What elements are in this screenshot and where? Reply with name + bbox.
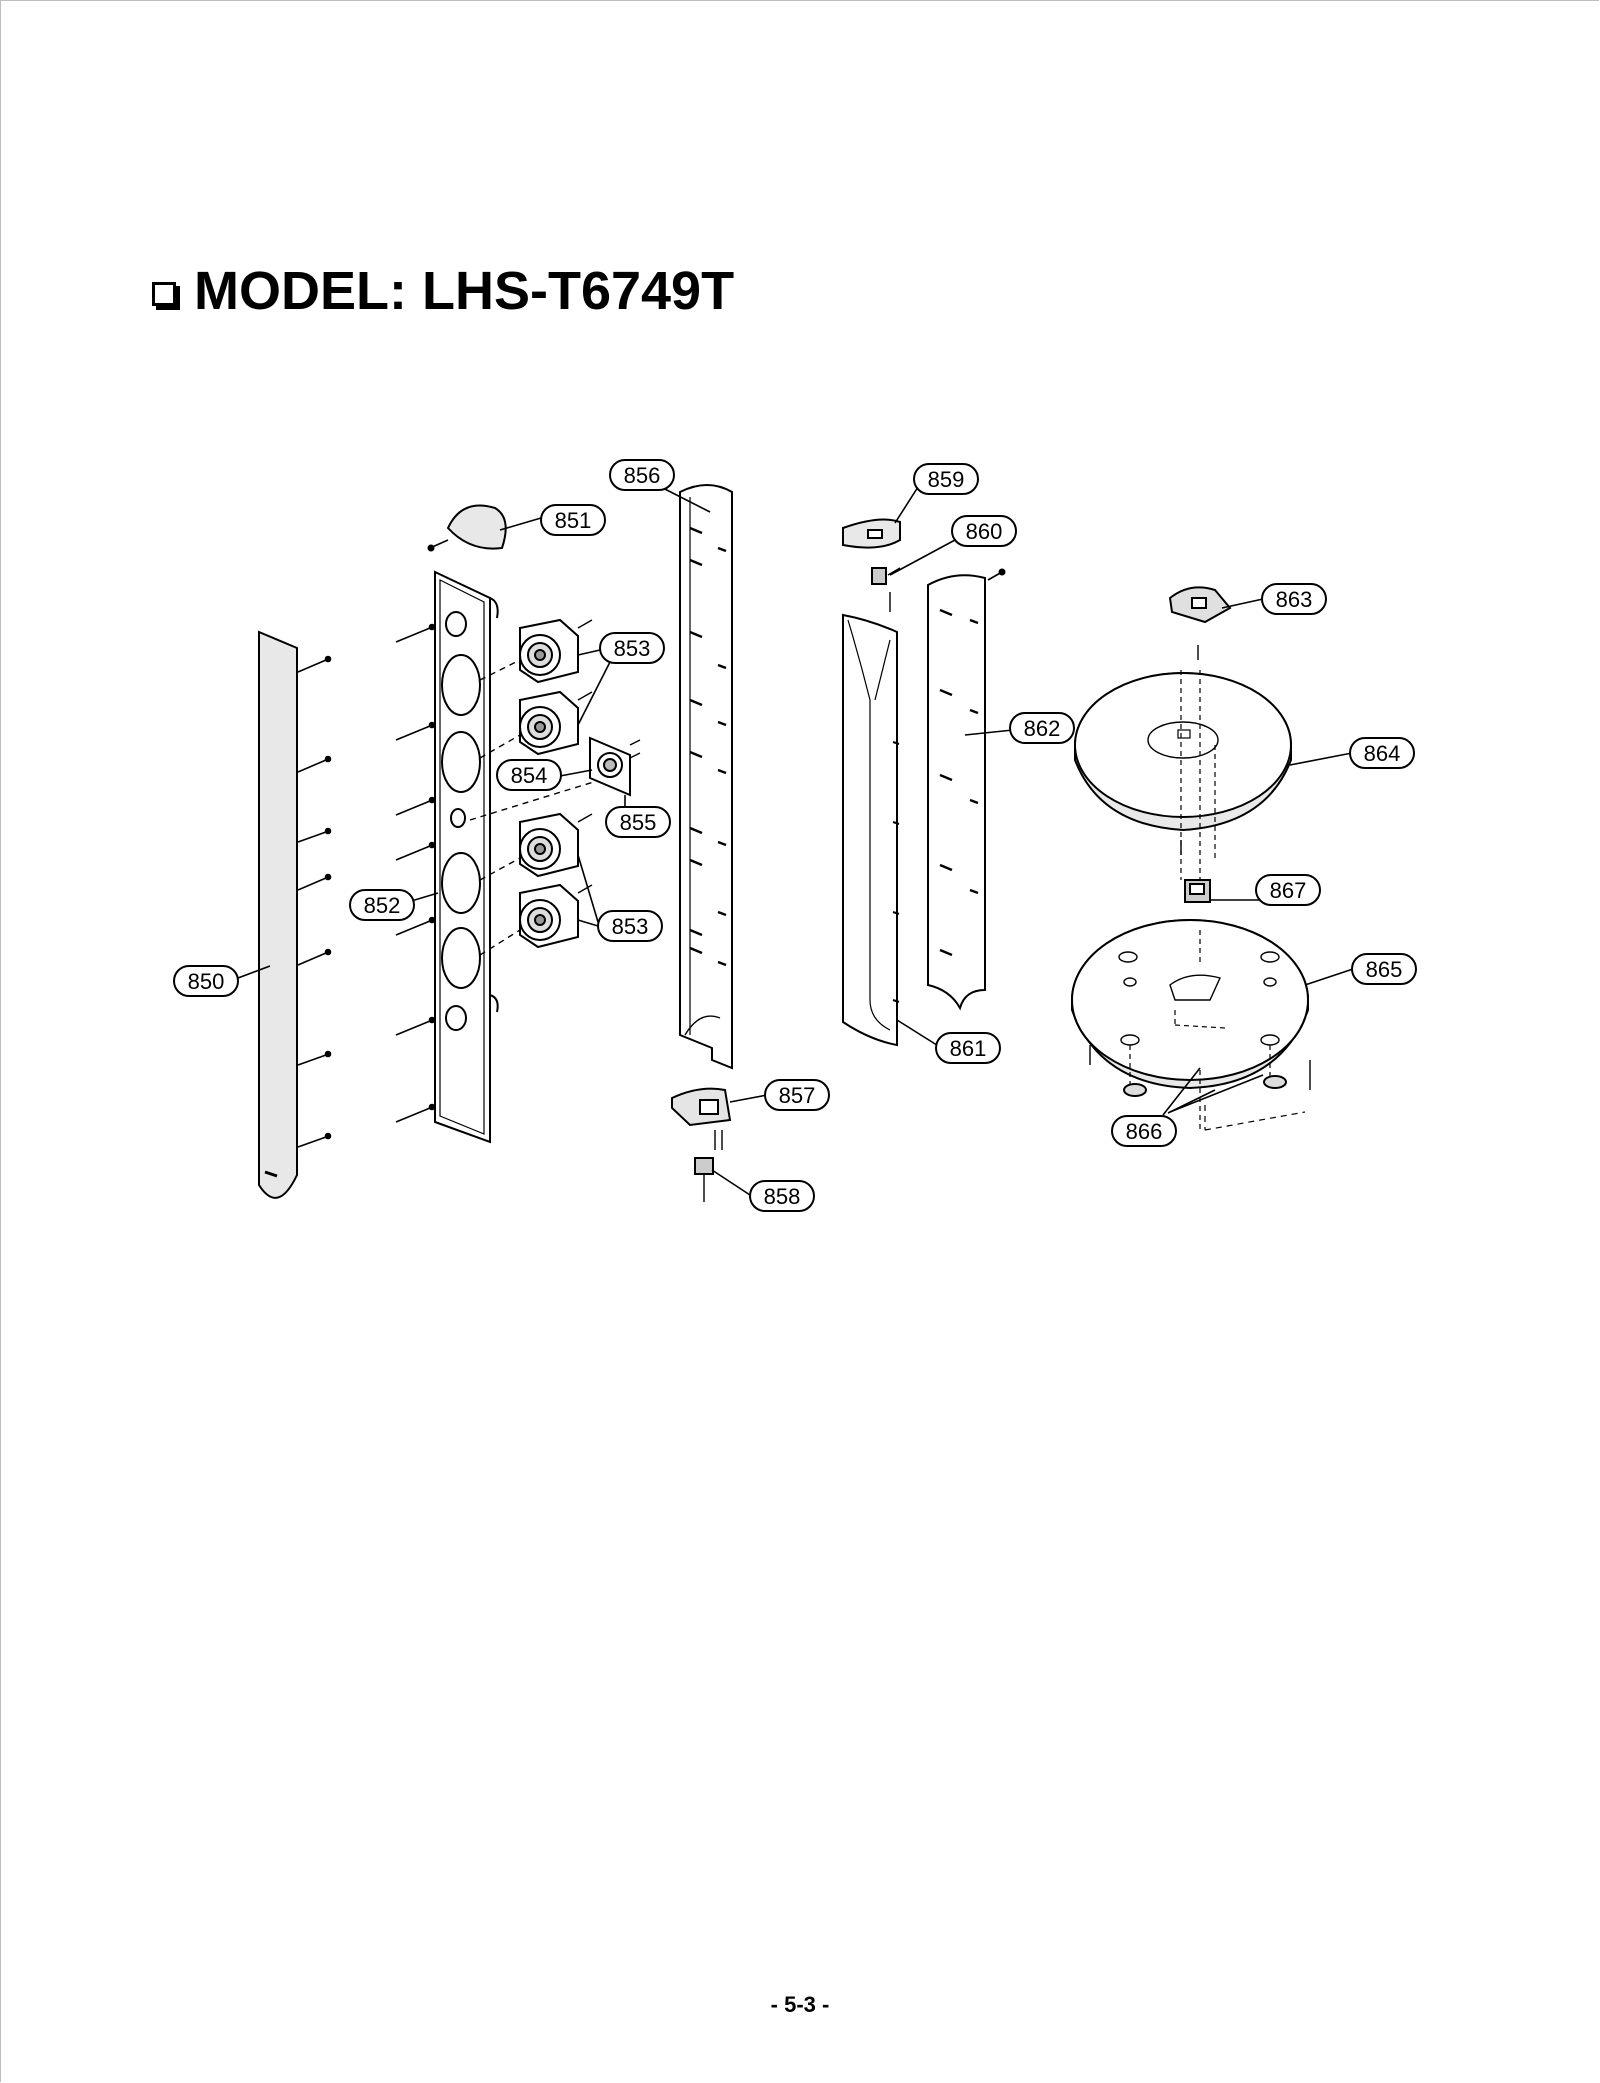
part-867-base-terminal bbox=[1184, 879, 1211, 903]
part-857-bottom-bracket bbox=[671, 1087, 732, 1150]
page-title: MODEL: LHS-T6749T bbox=[194, 261, 735, 321]
screws-baffle bbox=[395, 623, 436, 1123]
svg-text:857: 857 bbox=[779, 1083, 816, 1108]
callout-850: 850 bbox=[173, 965, 239, 997]
callout-855: 855 bbox=[605, 806, 671, 838]
part-865-base-plate bbox=[1071, 919, 1311, 1130]
part-863-pedestal-cap bbox=[1168, 586, 1232, 660]
callout-866: 866 bbox=[1111, 1115, 1177, 1147]
svg-text:863: 863 bbox=[1276, 587, 1313, 612]
part-853-woofers bbox=[469, 618, 601, 956]
checkbox-icon bbox=[152, 282, 176, 306]
svg-text:853: 853 bbox=[614, 636, 651, 661]
screws-grille bbox=[297, 655, 332, 1148]
svg-text:851: 851 bbox=[555, 508, 592, 533]
part-861-rear-column bbox=[842, 613, 900, 1047]
part-851-top-cap bbox=[427, 504, 507, 552]
callout-865: 865 bbox=[1351, 953, 1417, 985]
callout-861: 861 bbox=[935, 1032, 1001, 1064]
part-864-round-plate bbox=[1074, 670, 1292, 880]
part-859-top-bracket bbox=[842, 518, 901, 549]
callout-857: 857 bbox=[764, 1079, 830, 1111]
svg-text:859: 859 bbox=[928, 467, 965, 492]
callout-851: 851 bbox=[540, 504, 606, 536]
svg-text:855: 855 bbox=[620, 810, 657, 835]
callout-864: 864 bbox=[1349, 737, 1415, 769]
callout-862: 862 bbox=[1009, 712, 1075, 744]
part-862-rear-cover bbox=[927, 568, 1006, 1011]
svg-text:856: 856 bbox=[624, 463, 661, 488]
callout-859: 859 bbox=[913, 463, 979, 495]
part-850-front-grille bbox=[258, 630, 298, 1199]
svg-text:866: 866 bbox=[1126, 1119, 1163, 1144]
svg-text:861: 861 bbox=[950, 1036, 987, 1061]
svg-text:858: 858 bbox=[764, 1184, 801, 1209]
page-number: - 5-3 - bbox=[770, 1992, 830, 2017]
callout-858: 858 bbox=[749, 1180, 815, 1212]
part-852-baffle bbox=[434, 570, 499, 1144]
callouts: 850 851 852 853 853 854 855 856 bbox=[173, 459, 1417, 1212]
svg-text:867: 867 bbox=[1270, 878, 1307, 903]
part-856-rear-tube bbox=[679, 484, 733, 1070]
svg-text:862: 862 bbox=[1024, 716, 1061, 741]
callout-853-upper: 853 bbox=[599, 632, 665, 664]
part-866-feet bbox=[1123, 1075, 1306, 1131]
callout-863: 863 bbox=[1261, 583, 1327, 615]
part-854-tweeter bbox=[589, 736, 641, 797]
callout-852: 852 bbox=[349, 889, 415, 921]
svg-text:850: 850 bbox=[188, 969, 225, 994]
callout-856: 856 bbox=[609, 459, 675, 491]
callout-860: 860 bbox=[951, 515, 1017, 547]
svg-text:864: 864 bbox=[1364, 741, 1401, 766]
svg-text:853: 853 bbox=[612, 914, 649, 939]
svg-text:854: 854 bbox=[511, 763, 548, 788]
svg-text:865: 865 bbox=[1366, 957, 1403, 982]
svg-text:852: 852 bbox=[364, 893, 401, 918]
callout-867: 867 bbox=[1255, 874, 1321, 906]
part-860-top-terminal bbox=[871, 567, 901, 612]
callout-854: 854 bbox=[496, 759, 562, 791]
title-row: MODEL: LHS-T6749T bbox=[152, 260, 734, 322]
callout-853-lower: 853 bbox=[597, 910, 663, 942]
svg-text:860: 860 bbox=[966, 519, 1003, 544]
leader-lines bbox=[237, 483, 1354, 1196]
part-858-terminal bbox=[694, 1157, 714, 1202]
